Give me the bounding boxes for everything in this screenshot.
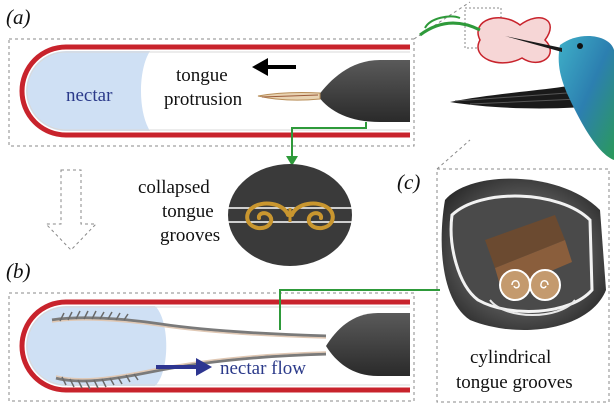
panel-c-caption-line2: tongue grooves: [456, 372, 573, 393]
panel-c-caption-line1: cylindrical: [470, 347, 551, 368]
panel-a-nectar-label: nectar: [66, 85, 113, 106]
down-arrow-icon: [44, 169, 98, 251]
connector-a-to-cross-section: [291, 122, 367, 160]
panel-c-frame: [436, 168, 610, 403]
zoom-line-c: [436, 139, 471, 170]
zoom-line-a: [413, 1, 471, 40]
panel-a-frame: [8, 38, 415, 147]
panel-a-nectar-region: [26, 51, 150, 131]
panel-b-label: (b): [6, 259, 31, 283]
collapsed-groove-cross-section: [228, 164, 352, 266]
panel-a-tongue: [257, 60, 410, 122]
panel-a-arrow-label-line2: protrusion: [164, 89, 243, 110]
connector-b-to-c: [279, 289, 440, 330]
hummingbird-icon: [419, 7, 614, 161]
panel-a-tube: [19, 44, 410, 138]
cross-section-label-line2: tongue: [162, 201, 214, 222]
panel-b-nectar-region: [26, 306, 167, 386]
panel-c-label: (c): [397, 170, 420, 194]
cross-section-label-line1: collapsed: [138, 177, 210, 198]
flower-icon: [419, 15, 551, 64]
cylindrical-groove-micrograph: [441, 178, 606, 330]
panel-b-flow-label: nectar flow: [220, 358, 306, 379]
panel-b-frame: [8, 292, 415, 402]
cross-section-label-line3: grooves: [160, 225, 220, 246]
panel-a-arrow-label-line1: tongue: [176, 65, 228, 86]
right-arrow-icon: [156, 358, 212, 376]
panel-a-label: (a): [6, 5, 31, 29]
panel-b-tube: [19, 299, 410, 393]
left-arrow-icon: [252, 58, 296, 76]
